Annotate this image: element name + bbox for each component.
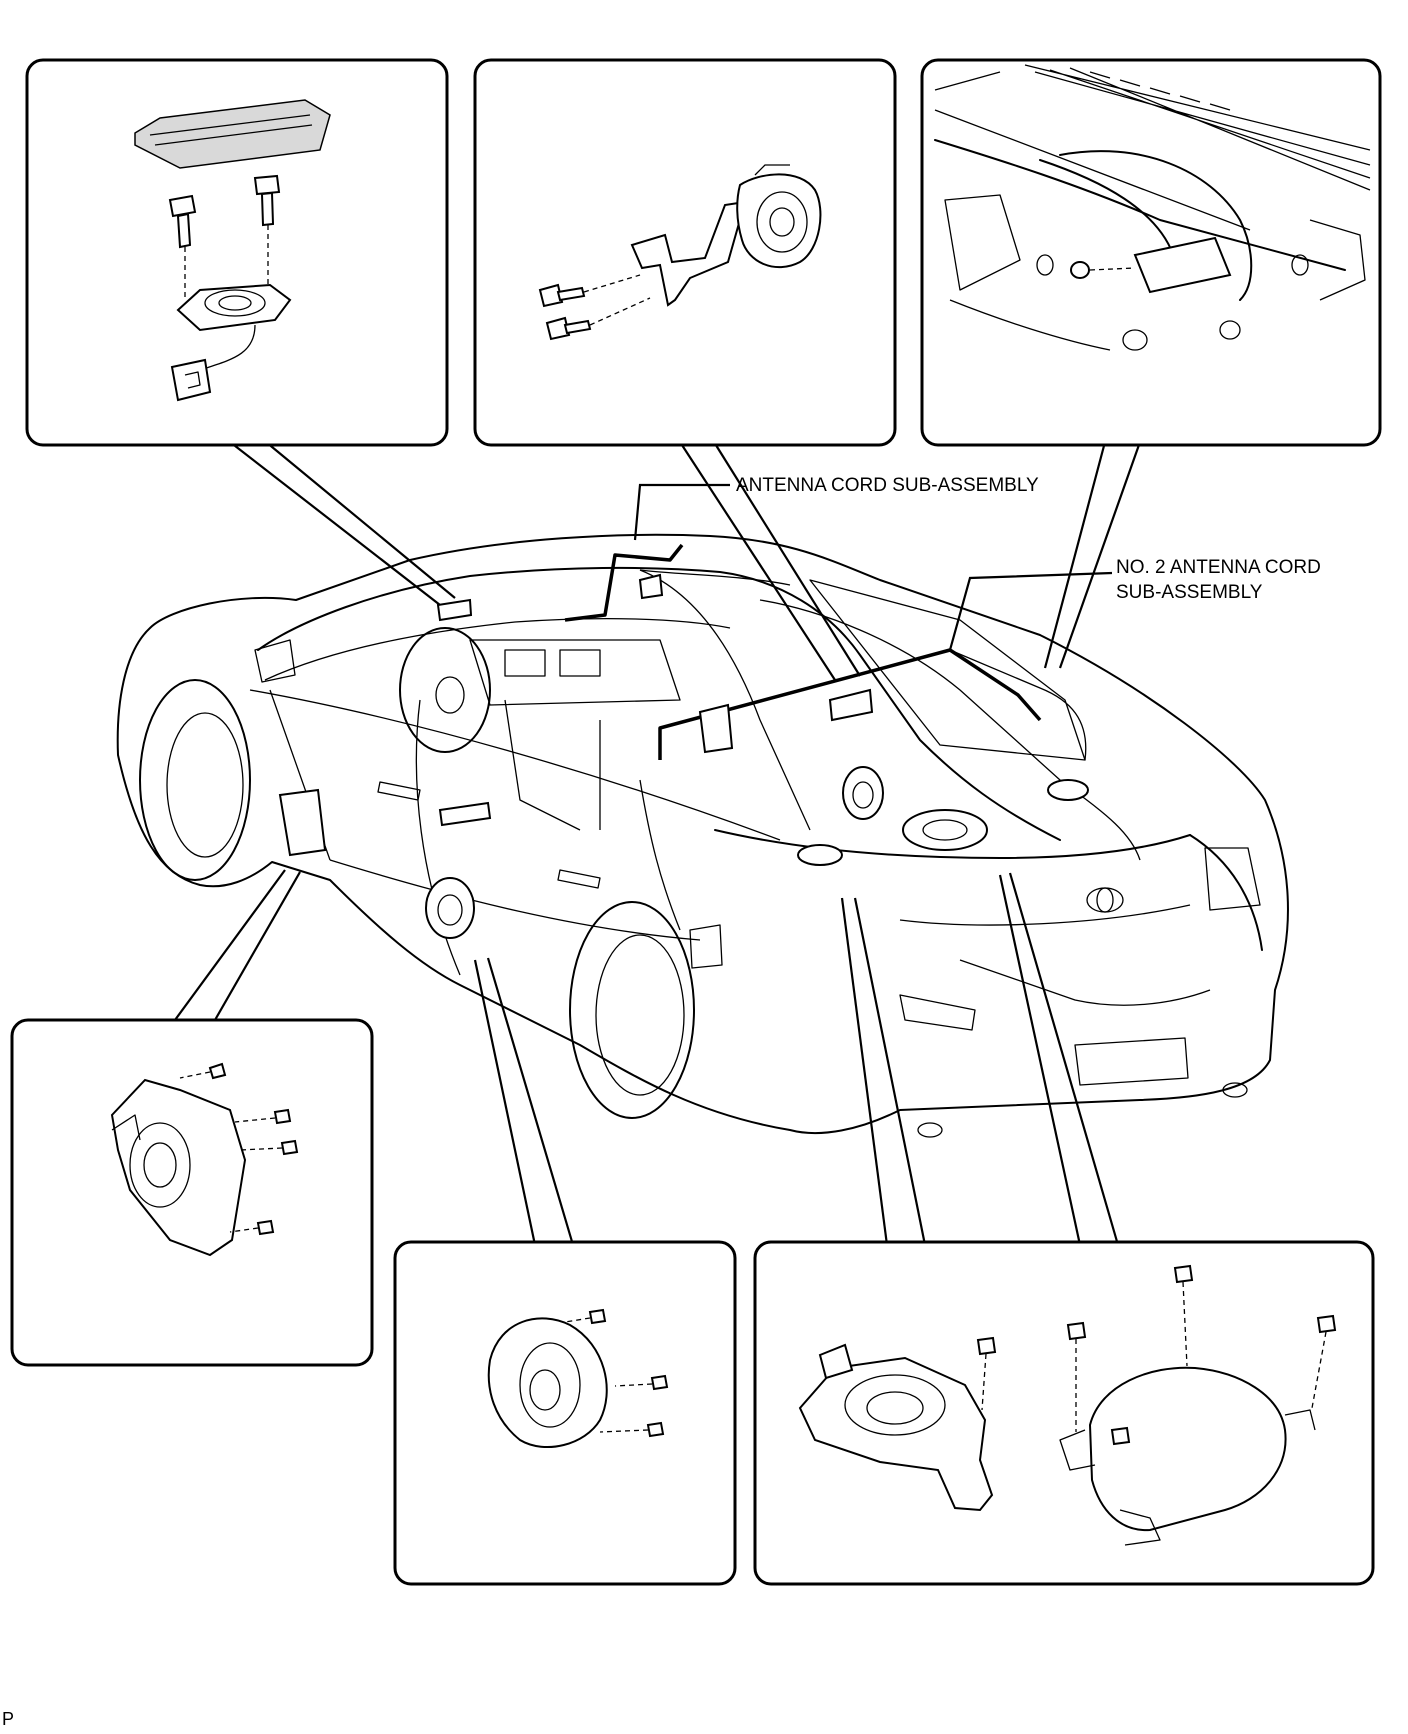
bolt-icon bbox=[1311, 1314, 1337, 1409]
leader-bottom-middle-b bbox=[486, 957, 575, 1246]
leader-bottom-right-a bbox=[840, 897, 889, 1246]
bolt-icon bbox=[168, 194, 197, 249]
speaker-package-tray-left bbox=[797, 844, 843, 866]
bolt-icon bbox=[1066, 1321, 1087, 1432]
interior bbox=[399, 627, 681, 831]
emblem-icon bbox=[1086, 887, 1124, 913]
leader-top-left bbox=[229, 441, 441, 606]
panel-middle-left bbox=[10, 1018, 374, 1367]
rear-wheel bbox=[569, 901, 695, 1119]
panel-top-right bbox=[920, 58, 1382, 447]
bolt-icon bbox=[239, 1139, 299, 1156]
antenna-cord-route bbox=[564, 543, 684, 622]
rear-door-speaker bbox=[487, 1317, 608, 1449]
front-wheel bbox=[139, 679, 251, 881]
car-speakers bbox=[278, 573, 1089, 939]
leader-bottom-right-b2 bbox=[1008, 872, 1120, 1246]
bolt-icon bbox=[1173, 1264, 1194, 1367]
bolt-icon bbox=[179, 1062, 227, 1080]
panel-top-left bbox=[25, 58, 449, 447]
leader-bottom-middle bbox=[473, 959, 537, 1246]
bolt-icon bbox=[614, 1374, 669, 1391]
tweeter-speaker bbox=[176, 283, 292, 332]
bolt-icon bbox=[976, 1336, 997, 1411]
bolt-icon bbox=[1110, 1426, 1131, 1446]
mid-speaker bbox=[736, 173, 822, 269]
connector-icon bbox=[170, 358, 212, 402]
front-door-speaker bbox=[110, 1078, 247, 1257]
label-callouts bbox=[633, 483, 1113, 651]
rear-speaker-with-bracket bbox=[798, 1356, 994, 1512]
corner-code: P bbox=[2, 1709, 15, 1729]
speaker-subwoofer-small bbox=[902, 809, 988, 851]
leader-lines bbox=[174, 441, 1142, 1246]
speaker-center-tray bbox=[842, 766, 884, 820]
car-body bbox=[116, 533, 1289, 1138]
bolt-icon bbox=[599, 1421, 665, 1438]
screw-icon bbox=[538, 283, 586, 308]
leader-top-left-b bbox=[265, 441, 456, 599]
leader-top-middle-b bbox=[713, 441, 861, 677]
bolt-icon bbox=[253, 174, 281, 227]
leader-top-right bbox=[1043, 441, 1107, 669]
bolt-icon bbox=[229, 1219, 275, 1236]
bolt-icon bbox=[564, 1308, 607, 1325]
wheels bbox=[139, 679, 695, 1119]
leader-top-middle bbox=[679, 441, 836, 681]
speaker-grille-cover bbox=[134, 99, 331, 169]
speaker-package-tray-right bbox=[1047, 779, 1089, 801]
screw-icon bbox=[545, 316, 592, 341]
steering-wheel bbox=[399, 627, 491, 753]
leader-left-door bbox=[174, 869, 286, 1021]
subwoofer-speaker bbox=[1088, 1366, 1287, 1532]
panel-bottom-middle bbox=[393, 1240, 737, 1586]
leader-left-door-b bbox=[214, 871, 301, 1021]
label-no2-antenna-cord-line1: NO. 2 ANTENNA CORD bbox=[1116, 557, 1321, 578]
speaker-rear-door-small bbox=[425, 877, 475, 939]
leader-top-right-b bbox=[1058, 441, 1142, 669]
nut-icon bbox=[1070, 261, 1090, 279]
panel-bottom-right bbox=[753, 1240, 1375, 1586]
panel-top-middle bbox=[473, 58, 897, 447]
speaker-bracket bbox=[630, 200, 747, 307]
label-antenna-cord-sub-assembly: ANTENNA CORD SUB-ASSEMBLY bbox=[736, 475, 1039, 496]
leader-bottom-right-b bbox=[998, 874, 1082, 1246]
speaker-front-door-small bbox=[278, 788, 327, 857]
label-no2-antenna-cord-line2: SUB-ASSEMBLY bbox=[1116, 582, 1263, 603]
bolt-icon bbox=[234, 1108, 292, 1125]
leader-bottom-right-a2 bbox=[853, 897, 927, 1246]
